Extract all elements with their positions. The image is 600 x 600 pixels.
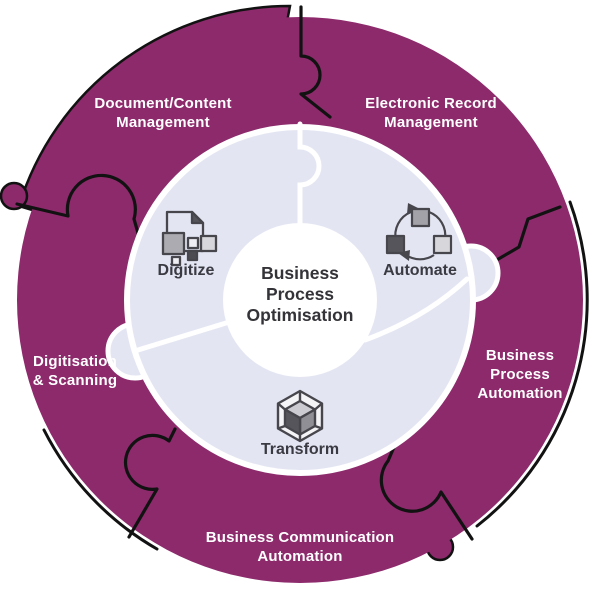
- divider-bottom-left: [123, 427, 177, 539]
- label-line: Management: [384, 114, 478, 131]
- inner-divider-left: [135, 320, 229, 353]
- label-line: Process: [490, 366, 550, 383]
- document-scan-icon: [161, 210, 218, 267]
- right-outline-arc: [475, 200, 589, 528]
- title-line: Optimisation: [246, 305, 354, 325]
- divider-right: [493, 205, 562, 263]
- label-line: Document/Content: [94, 95, 232, 112]
- label-line: Business Communication: [205, 529, 395, 546]
- label-line: Automation: [477, 385, 563, 402]
- inner-ring: [105, 121, 501, 476]
- outer-label-digitisation-scanning: Digitisation & Scanning: [5, 352, 145, 390]
- title-line: Process: [265, 284, 335, 304]
- label-line: Management: [116, 114, 210, 131]
- left-edge-knob: [0, 181, 29, 211]
- outer-ring-dividers: [15, 5, 562, 541]
- inner-label-digitize: Digitize: [157, 262, 215, 279]
- center-title: Business Process Optimisation: [228, 263, 372, 326]
- inner-divider-right: [362, 276, 470, 343]
- cycle-arrows-icon: [385, 203, 453, 261]
- label-line: Electronic Record: [365, 95, 497, 112]
- outer-label-business-communication-automation: Business Communication Automation: [170, 528, 430, 566]
- label-line: Automation: [257, 548, 343, 565]
- inner-ring-dividers: [135, 121, 470, 353]
- outer-ring: [17, 17, 583, 583]
- label-line: & Scanning: [32, 372, 118, 389]
- cube-hexagon-icon: [276, 389, 324, 443]
- outer-label-document-content-management: Document/Content Management: [43, 94, 283, 132]
- label-line: Digitisation: [32, 353, 118, 370]
- label-line: Business: [485, 347, 555, 364]
- divider-bottom-right: [379, 445, 474, 541]
- inner-divider-top: [297, 121, 322, 227]
- divider-left: [15, 173, 142, 242]
- outer-label-electronic-record-management: Electronic Record Management: [311, 94, 551, 132]
- title-line: Business: [261, 263, 339, 283]
- inner-label-transform: Transform: [260, 441, 340, 458]
- bottom-left-outline-arc: [42, 428, 159, 551]
- center-circle: [223, 223, 377, 377]
- inner-label-automate: Automate: [383, 262, 457, 279]
- divider-top: [299, 5, 332, 119]
- outer-label-business-process-automation: Business Process Automation: [455, 346, 585, 403]
